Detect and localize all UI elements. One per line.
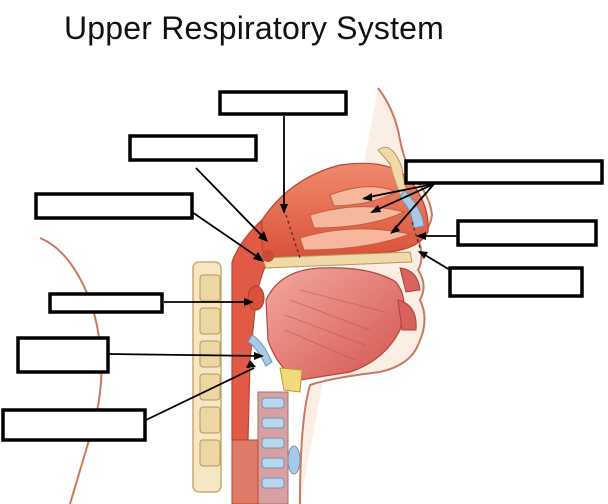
concha-lower	[299, 228, 412, 251]
larynx-trachea	[257, 391, 301, 504]
hyoid-cartilage	[279, 367, 303, 393]
label-box-bottom-left[interactable]	[1, 408, 147, 442]
label-box-mid-left[interactable]	[48, 292, 164, 314]
label-box-right-top[interactable]	[404, 159, 604, 185]
lower-lip	[397, 299, 417, 331]
esophagus	[231, 439, 259, 504]
arrowheads	[244, 193, 428, 368]
palate	[261, 251, 413, 269]
adenoid	[262, 250, 274, 262]
label-box-right-lower[interactable]	[448, 266, 584, 298]
label-box-right-mid[interactable]	[456, 219, 598, 247]
page-title: Upper Respiratory System	[64, 10, 445, 46]
label-box-upper-left[interactable]	[128, 134, 258, 162]
upper-lip	[399, 267, 421, 293]
tonsil	[247, 285, 265, 311]
epiglottis	[247, 334, 273, 367]
label-box-top[interactable]	[218, 90, 348, 116]
spine	[192, 261, 222, 493]
label-box-left[interactable]	[34, 192, 194, 220]
divider-nostril	[411, 221, 421, 249]
label-box-lower-left[interactable]	[16, 336, 110, 374]
pointer-lines	[107, 116, 458, 421]
divider-nasopharynx	[285, 214, 301, 259]
